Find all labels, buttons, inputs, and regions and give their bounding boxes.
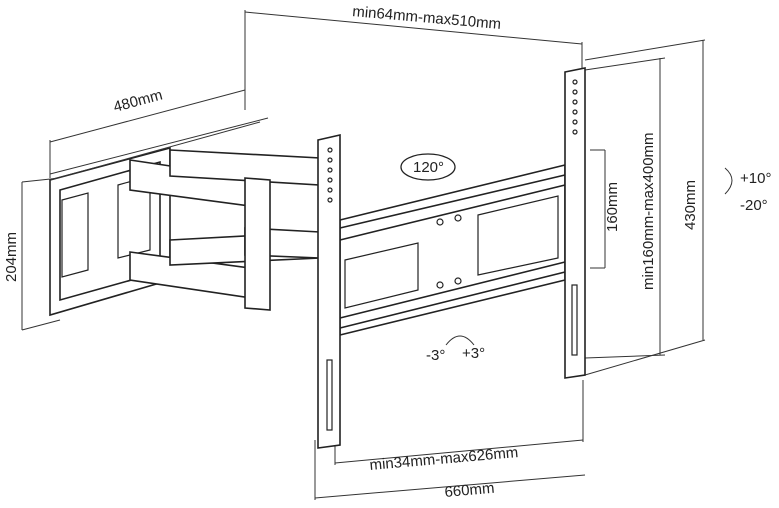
label-arm-extension: 480mm [112, 86, 165, 115]
label-vesa-horizontal: min64mm-max510mm [352, 3, 502, 33]
label-bracket-width: 660mm [444, 480, 495, 501]
swivel-indicator [400, 153, 456, 181]
label-rotation-right: +3° [462, 345, 485, 362]
label-tilt-down: -20° [740, 197, 768, 214]
rotation-arrow-icon [445, 335, 475, 346]
label-swivel: 120° [413, 159, 444, 176]
label-wall-plate-height: 204mm [3, 232, 20, 282]
rail-holes [326, 79, 578, 431]
label-bracket-height: 430mm [682, 180, 699, 230]
label-vesa-vertical: min160mm-max400mm [640, 132, 657, 290]
label-rotation-left: -3° [426, 347, 445, 364]
label-tilt-up: +10° [740, 170, 771, 187]
tilt-arrow-icon [724, 167, 733, 195]
label-hole-spacing: 160mm [604, 182, 621, 232]
label-depth: min34mm-max626mm [369, 444, 519, 474]
tv-bracket [317, 67, 586, 449]
